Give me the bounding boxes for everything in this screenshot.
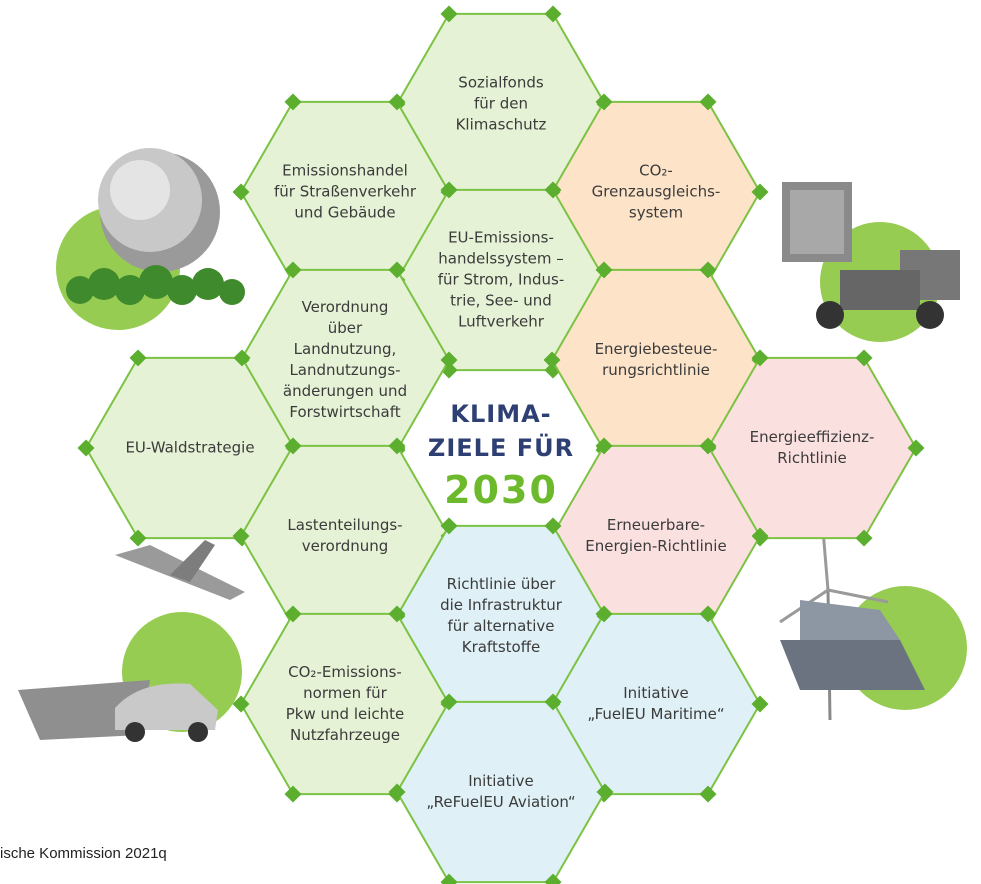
diagram-title-year: 2030 (444, 468, 558, 512)
hex-vertex-dot (232, 183, 250, 201)
hex-vertex-dot (699, 785, 717, 803)
hex-vertex-dot (284, 437, 302, 455)
hexagon-label-lastenteilung: Lastenteilungs- verordnung (287, 516, 403, 555)
hex-vertex-dot (388, 93, 406, 111)
hex-vertex-dot (544, 5, 562, 23)
hex-vertex-dot (232, 695, 250, 713)
hex-vertex-dot (699, 437, 717, 455)
hex-vertex-dot (232, 527, 250, 545)
diagram-title-line1: KLIMA- (450, 400, 552, 428)
hex-vertex-dot (544, 693, 562, 711)
hex-vertex-dot (595, 261, 613, 279)
hex-vertex-dot (388, 437, 406, 455)
hexagon-label-infrastruktur: Richtlinie über die Infrastruktur für al… (440, 575, 562, 656)
hex-vertex-dot (233, 349, 251, 367)
hex-vertex-dot (544, 517, 562, 535)
hexagon-label-energieeffizienz: Energieeffizienz- Richtlinie (749, 428, 875, 467)
hex-vertex-dot (751, 183, 769, 201)
hex-vertex-dot (699, 93, 717, 111)
hex-vertex-dot (699, 605, 717, 623)
hex-vertex-dot (440, 517, 458, 535)
hex-vertex-dot (907, 439, 925, 457)
hex-vertex-dot (595, 93, 613, 111)
hex-vertex-dot (440, 873, 458, 884)
hex-vertex-dot (544, 873, 562, 884)
hex-vertex-dot (595, 437, 613, 455)
hexagon-label-energiebesteuerung: Energiebesteue- rungsrichtlinie (594, 340, 718, 379)
hex-vertex-dot (284, 785, 302, 803)
hex-vertex-dot (440, 351, 458, 369)
container-forklift-illustration (782, 182, 960, 342)
source-caption: ische Kommission 2021q (0, 845, 167, 862)
earth-with-trees-illustration (56, 148, 245, 330)
wind-turbine-solar-panels-illustration (779, 517, 967, 721)
airplane-ship-car-illustration (18, 540, 245, 742)
hex-vertex-dot (751, 349, 769, 367)
hexagon-label-eu-ets: EU-Emissions- handelssystem – für Strom,… (437, 228, 565, 331)
hex-vertex-dot (129, 349, 147, 367)
hexagon-label-emissionshandel-strasse: Emissionshandel für Straßenverkehr und G… (274, 161, 416, 222)
hex-vertex-dot (284, 261, 302, 279)
hex-vertex-dot (440, 693, 458, 711)
diagram-title-line2: ZIELE FÜR (427, 434, 575, 462)
hexagon-label-refueleu-aviation: Initiative „ReFuelEU Aviation“ (426, 772, 576, 811)
hex-vertex-dot (751, 695, 769, 713)
hex-vertex-dot (77, 439, 95, 457)
hex-vertex-dot (284, 93, 302, 111)
hex-vertex-dot (388, 605, 406, 623)
hex-vertex-dot (388, 783, 406, 801)
hex-vertex-dot (596, 783, 614, 801)
hex-vertex-dot (751, 527, 769, 545)
hex-vertex-dot (388, 261, 406, 279)
hexagon-label-waldstrategie: EU-Waldstrategie (125, 438, 255, 457)
hexagon-label-lulucf: Verordnung über Landnutzung, Landnutzung… (282, 298, 408, 421)
hexagon-label-co2-grenzausgleich: CO₂- Grenzausgleichs- system (591, 161, 721, 222)
hex-vertex-dot (595, 605, 613, 623)
hex-vertex-dot (699, 261, 717, 279)
hex-vertex-dot (284, 605, 302, 623)
hex-vertex-dot (543, 351, 561, 369)
hexagon-label-erneuerbare: Erneuerbare- Energien-Richtlinie (585, 516, 727, 555)
hex-vertex-dot (129, 529, 147, 547)
hexagon-label-co2-pkw: CO₂-Emissions- normen für Pkw und leicht… (285, 663, 405, 744)
hexagon-label-fueleu-maritime: Initiative „FuelEU Maritime“ (587, 684, 725, 723)
hexagon-label-sozialfonds: Sozialfonds für den Klimaschutz (455, 73, 547, 134)
hex-vertex-dot (855, 349, 873, 367)
hex-vertex-dot (544, 181, 562, 199)
hex-vertex-dot (440, 181, 458, 199)
hex-vertex-dot (855, 529, 873, 547)
